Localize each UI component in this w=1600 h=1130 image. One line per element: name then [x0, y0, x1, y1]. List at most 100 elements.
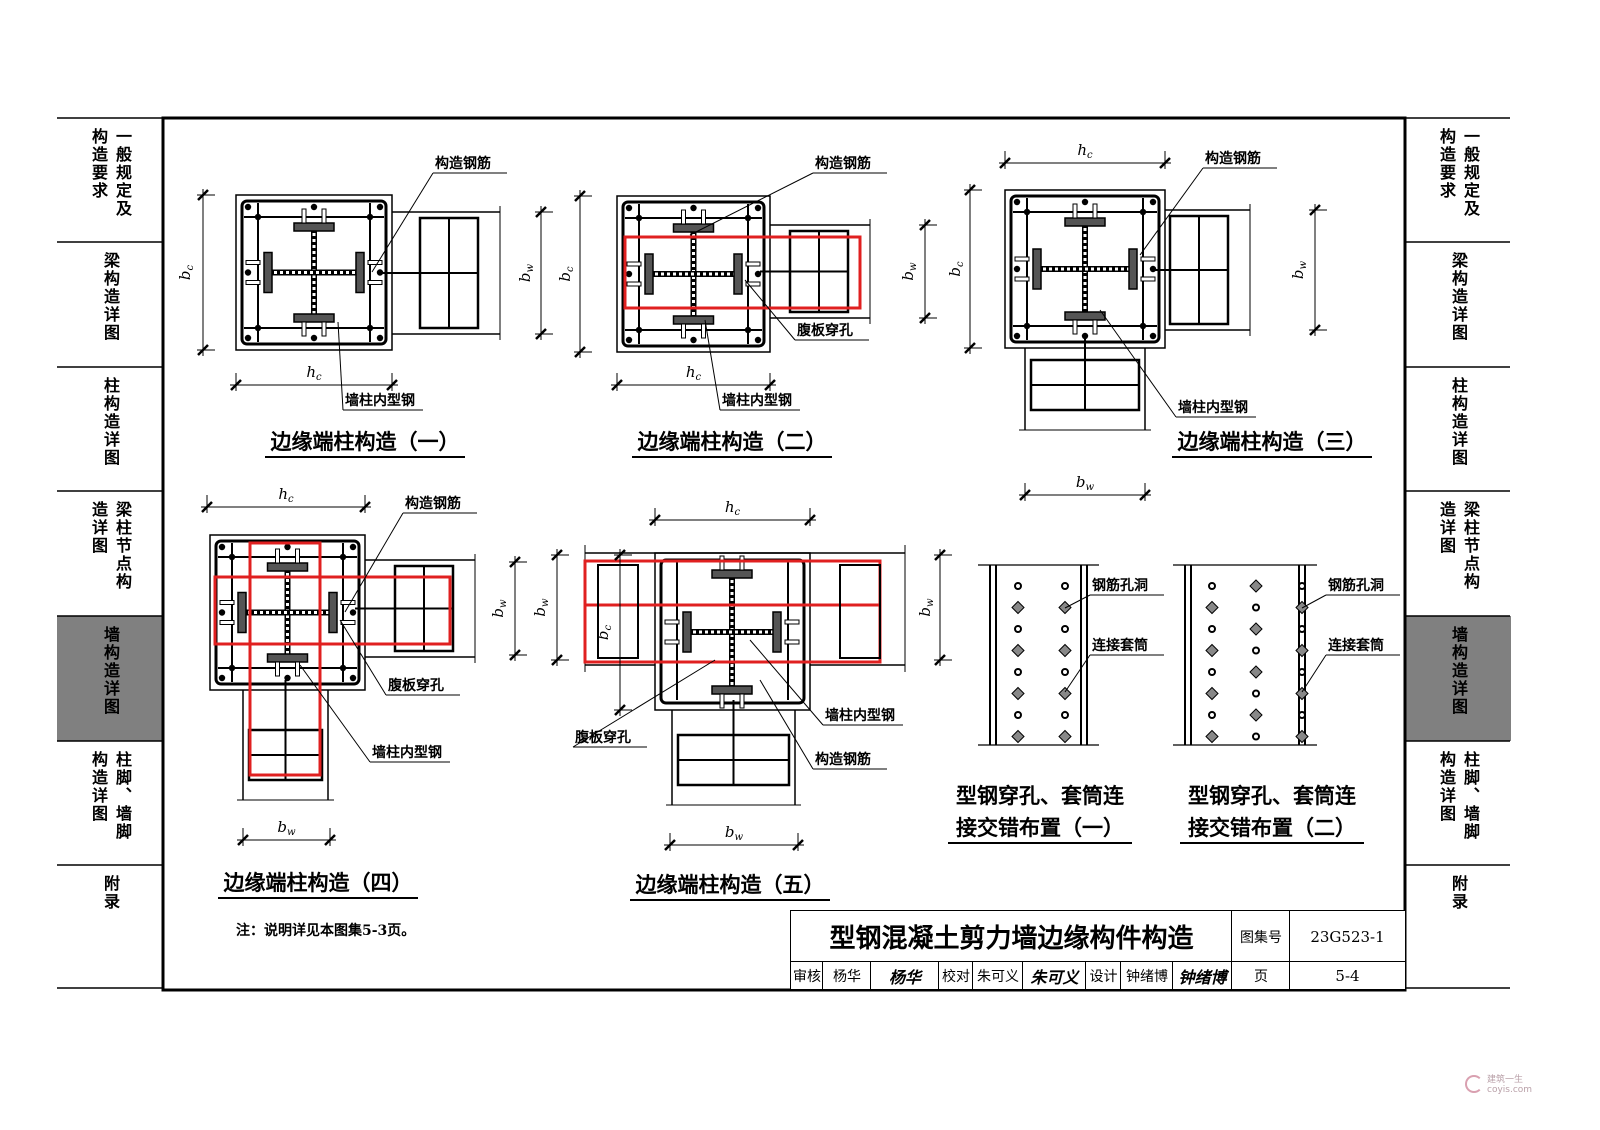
dimension-label-bw: bw: [1289, 260, 1309, 279]
watermark-site: coyis.com: [1487, 1085, 1533, 1095]
section-tab-left-1[interactable]: 梁构造详图: [57, 242, 163, 367]
section-tab-right-0[interactable]: 一般规定及构造要求: [1405, 118, 1511, 242]
callout-leader: [744, 279, 796, 341]
signature-text: 钟绪博: [1178, 967, 1227, 987]
coupler-sleeve: [1011, 643, 1025, 658]
section-tab-label: 梁柱节点构造详图: [89, 501, 132, 591]
rebar-hole: [1014, 668, 1022, 676]
design-label-cell: 设计: [1085, 961, 1122, 990]
reviewer-cell: 杨华: [822, 961, 872, 990]
column-concrete-outline: [209, 534, 366, 691]
section-tab-right-3[interactable]: 梁柱节点构造详图: [1405, 491, 1511, 616]
embedded-steel-section: [1014, 203, 1156, 335]
column-concrete-outline: [235, 194, 393, 351]
atlas-label-cell: 图集号: [1231, 910, 1291, 963]
shear-stud: [719, 555, 725, 571]
callout-rebar_hole: 钢筋孔洞: [1328, 577, 1384, 594]
dimension-symbol: b: [1076, 473, 1086, 491]
longitudinal-bar: [244, 203, 252, 211]
dimension-tick: [804, 514, 816, 526]
column-concrete-outline: [616, 195, 771, 353]
check-label: 校对: [942, 968, 970, 985]
steel-flange: [672, 223, 715, 233]
callout-sleeve: 连接套筒: [1092, 637, 1148, 654]
dimension-tick: [535, 206, 547, 218]
rebar-hole: [1252, 689, 1260, 698]
longitudinal-bar: [1139, 322, 1147, 330]
dimension-tick: [614, 704, 626, 716]
embedded-steel-section: [219, 548, 356, 677]
section-tab-left-3[interactable]: 梁柱节点构造详图: [57, 491, 163, 616]
dimension-tick: [792, 839, 804, 851]
section-tab-left-5[interactable]: 柱脚、墙脚构造详图: [57, 741, 163, 865]
caption-p2-line1: 型钢穿孔、套筒连: [1188, 784, 1357, 808]
callout-rebar: 构造钢筋: [1205, 150, 1261, 167]
callout-leader: [572, 659, 716, 748]
coupler-sleeve: [1295, 643, 1309, 658]
wall-segment: [1155, 204, 1251, 336]
rebar-hole: [1014, 625, 1022, 633]
callout-leader: [337, 321, 344, 411]
longitudinal-bar: [284, 674, 291, 682]
shear-stud: [295, 661, 300, 677]
page-number-cell: 5-4: [1289, 961, 1406, 990]
dimension-label-bw: bw: [489, 599, 509, 618]
section-tab-left-2[interactable]: 柱构造详图: [57, 367, 163, 491]
dimension-subscript: c: [565, 266, 576, 272]
steel-flange: [1064, 311, 1106, 321]
dimension-tick: [359, 501, 371, 513]
callout-steel: 墙柱内型钢: [825, 707, 895, 724]
section-tab-right-2[interactable]: 柱构造详图: [1405, 367, 1511, 491]
callout-leader: [1064, 654, 1091, 693]
longitudinal-bar: [635, 214, 643, 222]
callout-web_hole: 腹板穿孔: [388, 677, 444, 694]
section-tab-right-1[interactable]: 梁构造详图: [1405, 242, 1511, 367]
atlas-number-cell: 23G523-1: [1289, 910, 1406, 963]
shear-stud: [275, 661, 280, 677]
dimension-tick: [535, 328, 547, 340]
longitudinal-bar: [690, 204, 697, 212]
caption-p2-line2: 接交错布置（二）: [1188, 816, 1356, 840]
caption-c5: 边缘端柱构造（五）: [636, 873, 825, 897]
shear-stud: [245, 260, 261, 265]
shear-stud: [664, 639, 680, 645]
section-tab-left-4[interactable]: 墙构造详图: [57, 616, 163, 741]
coupler-sleeve: [1058, 686, 1072, 701]
dimension-symbol: h: [686, 363, 696, 381]
dimension-tick: [1309, 324, 1321, 336]
steel-flange: [1032, 248, 1042, 290]
dimension-subscript: w: [908, 262, 919, 271]
coupler-sleeve: [1249, 665, 1263, 679]
dimension-symbol: b: [1289, 269, 1307, 279]
dimension-tick: [1309, 204, 1321, 216]
section-tab-right-6[interactable]: 附录: [1405, 865, 1511, 988]
longitudinal-bar: [1023, 208, 1031, 216]
longitudinal-bar: [754, 270, 762, 278]
wall-segment: [382, 206, 501, 340]
dimension-subscript: c: [288, 494, 294, 505]
longitudinal-bar: [349, 609, 357, 616]
dimension-symbol: b: [946, 267, 964, 277]
dimension-tick: [230, 379, 242, 391]
dimension-tick: [964, 342, 976, 354]
section-tab-label: 柱构造详图: [101, 377, 120, 467]
dimension-tick: [934, 549, 946, 561]
dimension-tick: [509, 649, 521, 661]
longitudinal-bar: [228, 664, 236, 672]
dimension-tick: [237, 834, 249, 846]
section-tab-label: 墙构造详图: [101, 626, 120, 716]
section-tab-left-0[interactable]: 一般规定及构造要求: [57, 118, 163, 242]
reviewer-name: 杨华: [833, 968, 861, 985]
section-tab-label: 一般规定及构造要求: [1437, 128, 1480, 218]
section-tab-left-6[interactable]: 附录: [57, 865, 163, 988]
longitudinal-bar: [244, 269, 252, 276]
coupler-sleeve: [1205, 686, 1219, 701]
coupler-sleeve: [1249, 708, 1263, 722]
section-tab-right-4[interactable]: 墙构造详图: [1405, 616, 1511, 741]
highlight-stirrup: [248, 541, 322, 777]
longitudinal-bar: [1081, 198, 1089, 206]
callout-rebar: 构造钢筋: [405, 495, 461, 512]
longitudinal-bar: [284, 543, 291, 551]
section-tab-right-5[interactable]: 柱脚、墙脚构造详图: [1405, 741, 1511, 865]
longitudinal-bar: [376, 269, 384, 276]
